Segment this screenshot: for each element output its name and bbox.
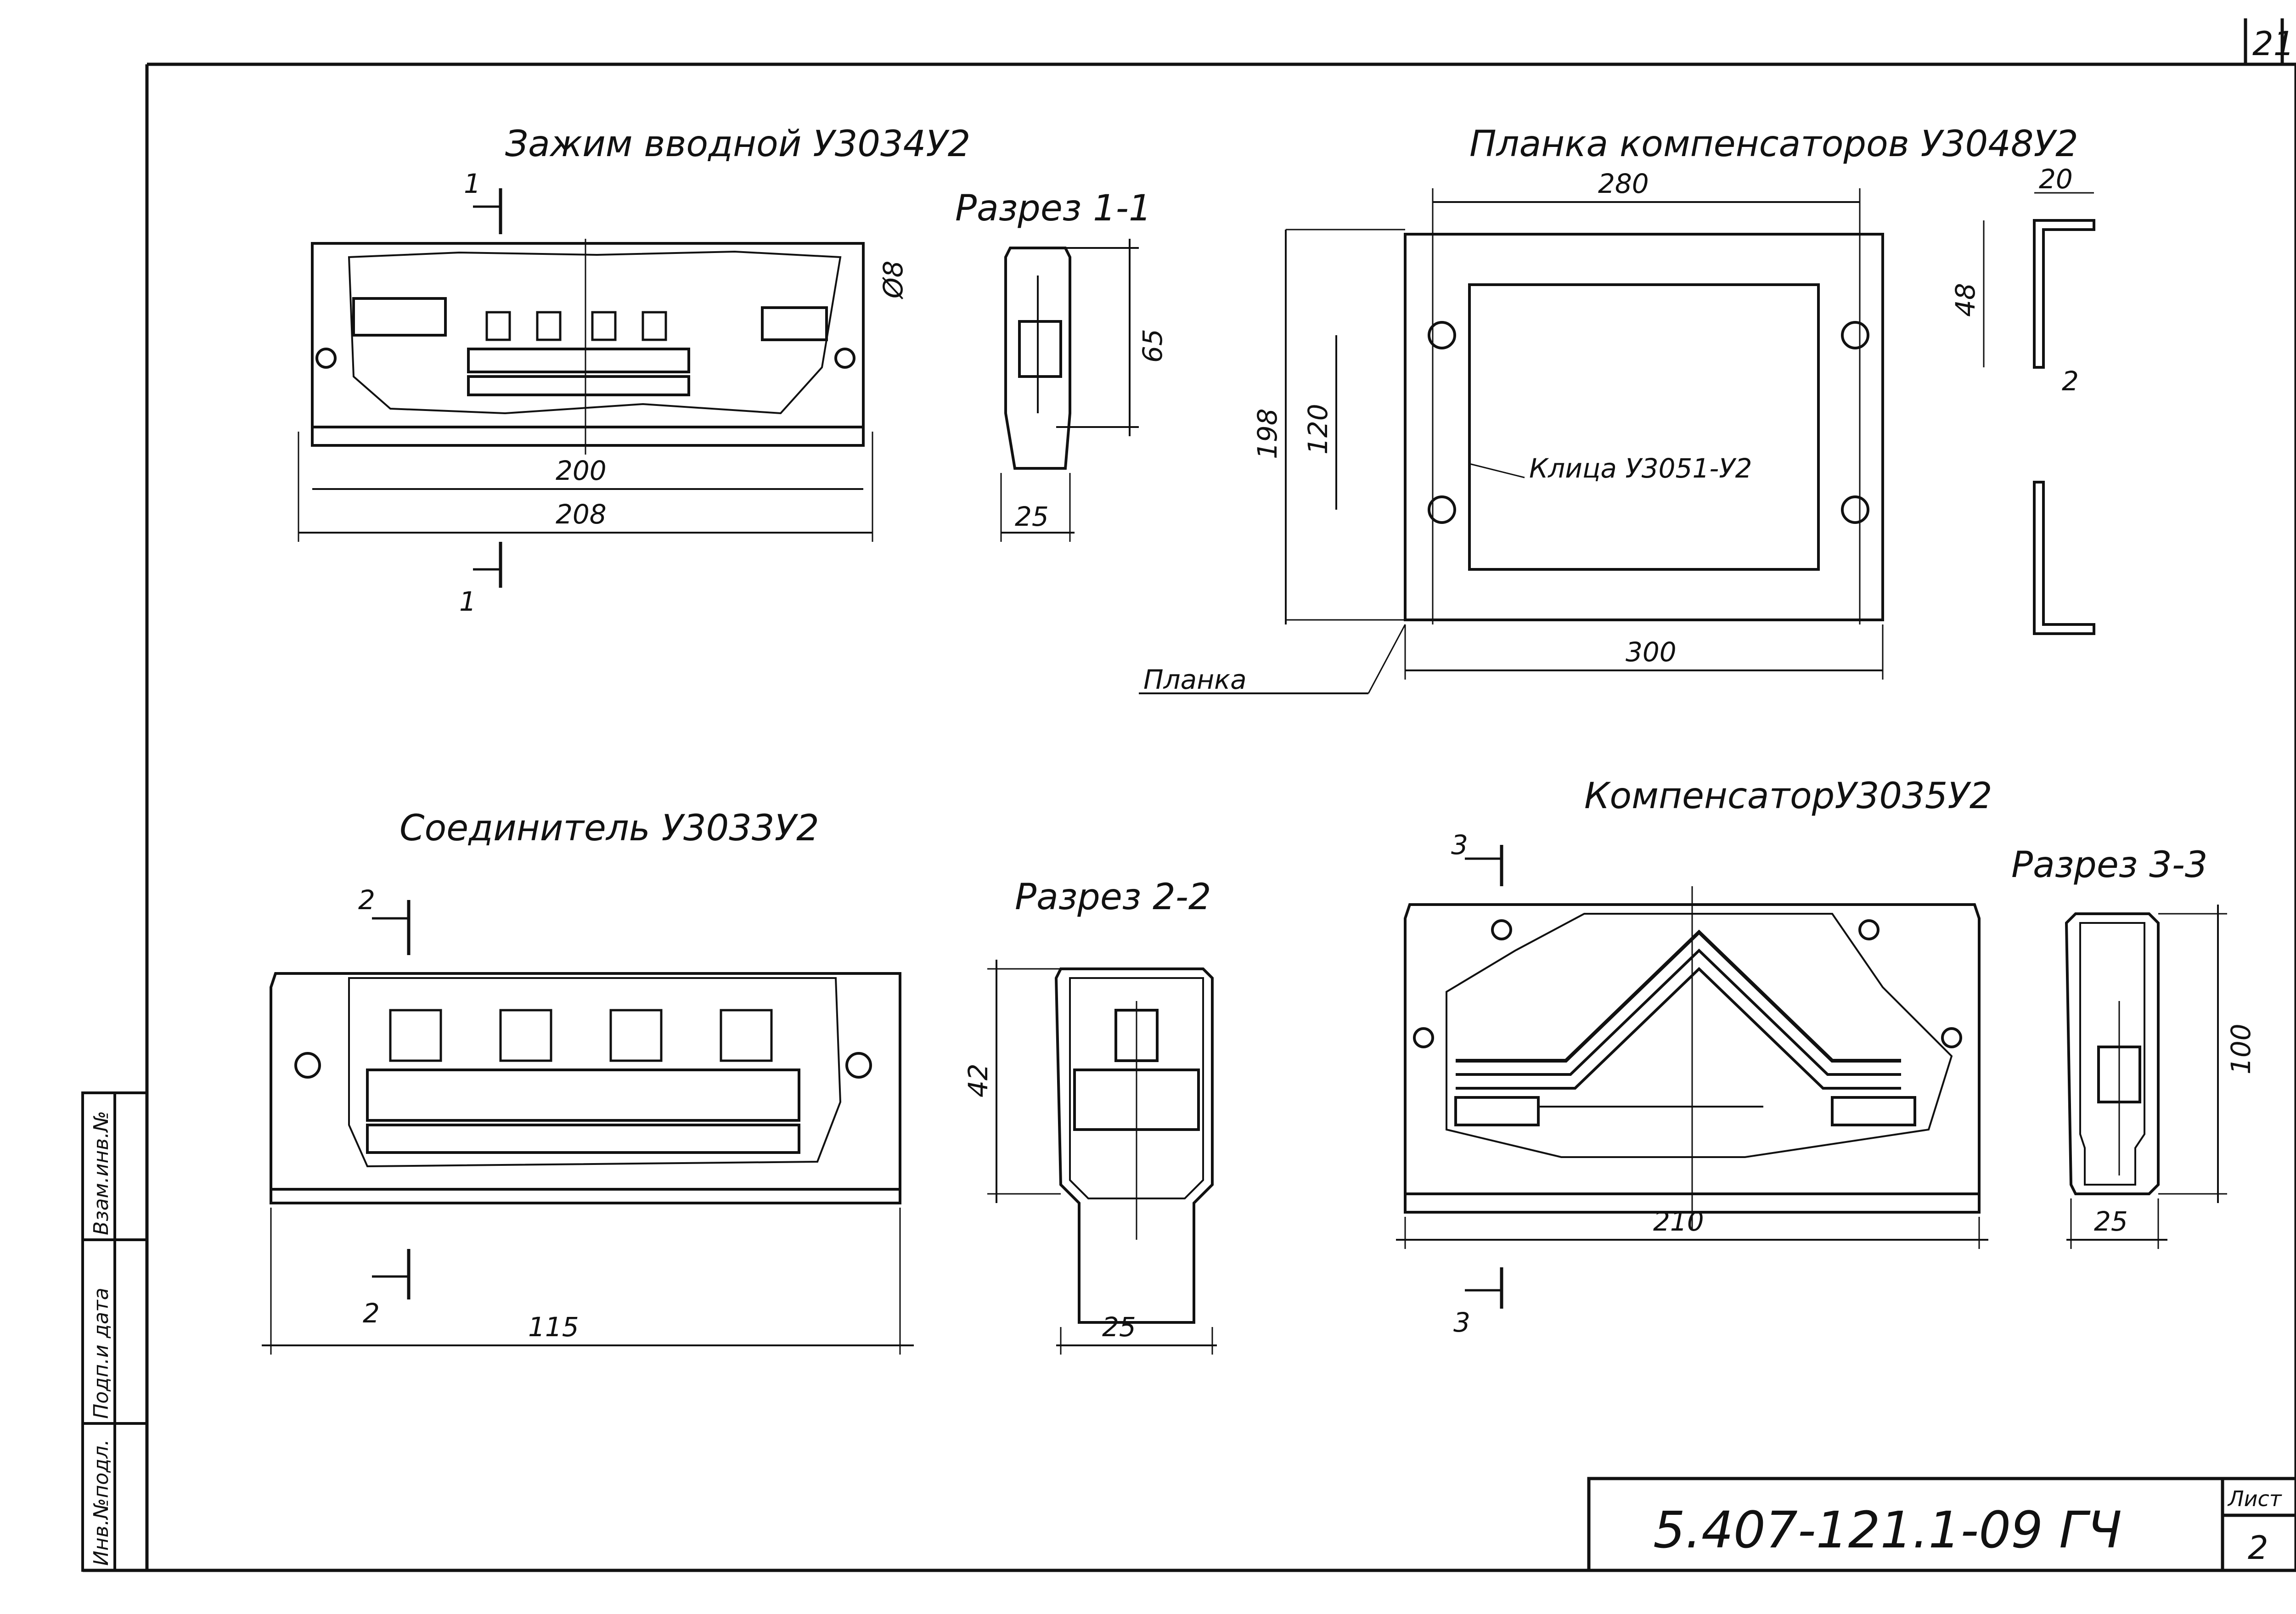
strip-dim-300: 300 bbox=[1626, 636, 1677, 668]
connector-title: Соединитель У3033У2 bbox=[400, 808, 819, 849]
title-block bbox=[1587, 1477, 2296, 1572]
view-connector: Соединитель У3033У2 115 2 2 Разрез 2-2 bbox=[262, 808, 1217, 1355]
strip-title: Планка компенсаторов У3048У2 bbox=[1469, 124, 2078, 165]
connector-section-title: Разрез 2-2 bbox=[1015, 877, 1211, 918]
stamp-inv-label: Инв.№подл. bbox=[90, 1439, 113, 1566]
section1-dim-65: 65 bbox=[1137, 329, 1168, 363]
sheet-number: 21 bbox=[2252, 24, 2295, 63]
clamp-section-mark-bottom: 1 bbox=[459, 586, 476, 617]
clamp-section-title: Разрез 1-1 bbox=[955, 188, 1151, 229]
strip-dim-48: 48 bbox=[1950, 283, 1981, 317]
document-code: 5.407-121.1-09 ГЧ bbox=[1653, 1501, 2122, 1559]
section3-dim-25: 25 bbox=[2094, 1206, 2128, 1237]
strip-callout-strip: Планка bbox=[1143, 664, 1247, 695]
strip-holes bbox=[1428, 321, 1869, 524]
stamp-sign-label: Подп.и дата bbox=[90, 1288, 113, 1419]
strip-dim-280: 280 bbox=[1598, 168, 1649, 199]
compensator-section-title: Разрез 3-3 bbox=[2011, 844, 2207, 886]
clamp-dim-dia: Ø8 bbox=[878, 260, 909, 299]
connector-dim-115: 115 bbox=[528, 1311, 579, 1343]
view-strip: Планка компенсаторов У3048У2 bbox=[1139, 124, 2095, 695]
strip-dim-20: 20 bbox=[2039, 163, 2073, 195]
strip-dim-2: 2 bbox=[2062, 366, 2079, 397]
connector-bolts bbox=[389, 1009, 773, 1062]
clamp-bolts bbox=[485, 311, 667, 341]
side-stamp bbox=[81, 1091, 148, 1572]
view-clamp: Зажим вводной У3034У2 bbox=[298, 124, 1168, 617]
section1-dim-25: 25 bbox=[1015, 501, 1049, 532]
clamp-title: Зажим вводной У3034У2 bbox=[505, 124, 970, 165]
clamp-dim-208: 208 bbox=[556, 499, 607, 530]
compensator-section-mark-bottom: 3 bbox=[1453, 1307, 1470, 1338]
strip-dim-120: 120 bbox=[1302, 404, 1334, 455]
compensator-section-mark-top: 3 bbox=[1451, 829, 1468, 860]
section3-dim-100: 100 bbox=[2225, 1024, 2257, 1074]
strip-callout-clip: Клица У3051-У2 bbox=[1529, 453, 1752, 484]
stamp-replace-label: Взам.инв.№ bbox=[90, 1111, 113, 1235]
compensator-title: КомпенсаторУ3035У2 bbox=[1584, 776, 1992, 817]
connector-section-mark-top: 2 bbox=[358, 884, 375, 916]
sheet-page: 2 bbox=[2248, 1529, 2268, 1567]
clamp-dim-200: 200 bbox=[556, 455, 607, 486]
sheet-label: Лист bbox=[2227, 1486, 2282, 1511]
connector-section-mark-bottom: 2 bbox=[363, 1298, 380, 1329]
clamp-section-mark-top: 1 bbox=[464, 168, 481, 199]
view-compensator: КомпенсаторУ3035У2 210 3 3 Разрез 3 bbox=[1396, 776, 2257, 1338]
section2-dim-42: 42 bbox=[962, 1063, 994, 1097]
compensator-dim-210: 210 bbox=[1653, 1206, 1704, 1237]
strip-dim-198: 198 bbox=[1252, 408, 1283, 459]
section2-dim-25: 25 bbox=[1102, 1311, 1136, 1343]
